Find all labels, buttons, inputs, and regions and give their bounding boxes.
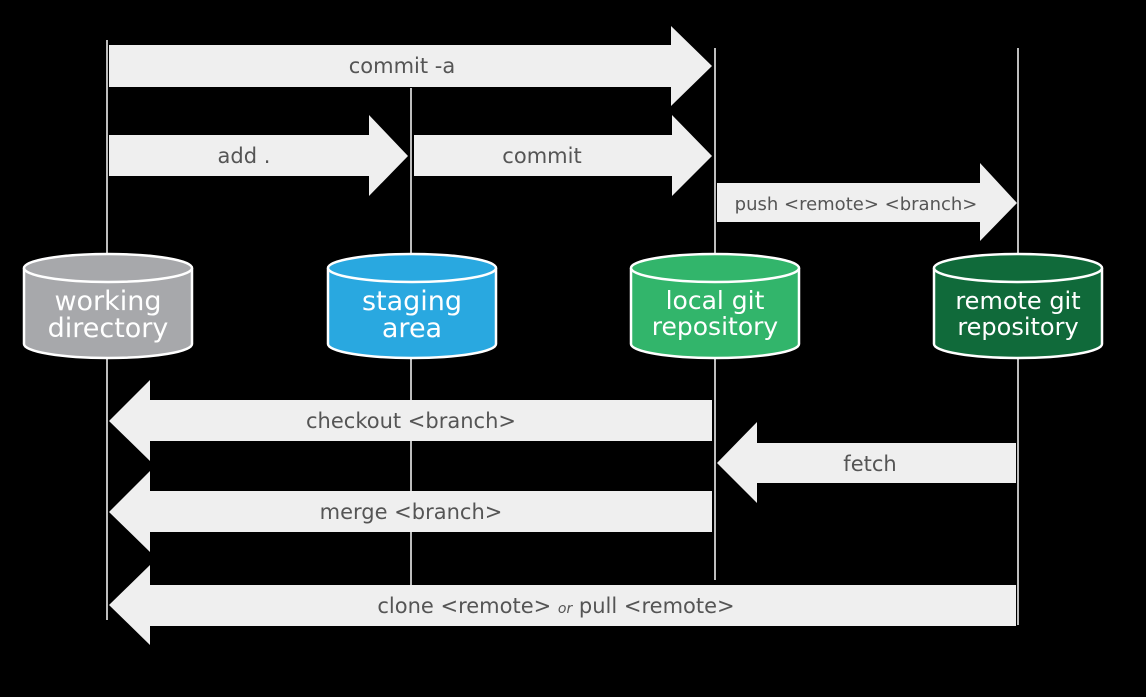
store-remote-git-repository: remote git repository bbox=[932, 252, 1104, 360]
store-staging-line1: staging bbox=[362, 286, 462, 317]
cylinder-body bbox=[932, 268, 1104, 360]
store-working-line1: working bbox=[54, 286, 161, 317]
store-staging-area: staging area bbox=[326, 252, 498, 360]
arrow-commit-label: commit bbox=[502, 144, 581, 168]
cylinder-top bbox=[629, 252, 801, 284]
arrow-add-label: add . bbox=[218, 144, 271, 168]
arrow-commit-a bbox=[109, 26, 712, 106]
store-working-line2: directory bbox=[48, 313, 169, 344]
pull-text: pull <remote> bbox=[572, 594, 734, 618]
cylinder-top bbox=[326, 252, 498, 284]
arrow-push bbox=[717, 163, 1017, 241]
store-local-line2: repository bbox=[652, 312, 779, 341]
arrow-checkout-label: checkout <branch> bbox=[306, 409, 516, 433]
arrow-merge-label: merge <branch> bbox=[320, 500, 503, 524]
arrow-fetch bbox=[717, 422, 1016, 503]
arrow-clone-pull-label: clone <remote> or pull <remote> bbox=[377, 594, 734, 618]
store-local-line1: local git bbox=[666, 286, 765, 315]
cylinder-top bbox=[932, 252, 1104, 284]
arrow-commit-a-label: commit -a bbox=[349, 54, 456, 78]
store-staging-line2: area bbox=[382, 313, 442, 344]
cylinder-body bbox=[629, 268, 801, 360]
arrow-add bbox=[109, 115, 408, 196]
cylinder-body bbox=[22, 268, 194, 360]
cylinder-top bbox=[22, 252, 194, 284]
cylinder-body bbox=[326, 268, 498, 360]
arrow-checkout bbox=[109, 380, 712, 461]
store-local-git-repository: local git repository bbox=[629, 252, 801, 360]
store-remote-line1: remote git bbox=[955, 287, 1080, 315]
arrow-clone-pull bbox=[109, 565, 1016, 645]
arrow-commit bbox=[414, 115, 712, 196]
store-remote-line2: repository bbox=[957, 313, 1078, 341]
arrow-push-label: push <remote> <branch> bbox=[735, 194, 978, 215]
arrow-merge bbox=[109, 471, 712, 552]
or-text: or bbox=[558, 601, 574, 617]
store-working-directory: working directory bbox=[22, 252, 194, 360]
clone-text: clone <remote> bbox=[377, 594, 558, 618]
arrow-fetch-label: fetch bbox=[843, 452, 896, 476]
